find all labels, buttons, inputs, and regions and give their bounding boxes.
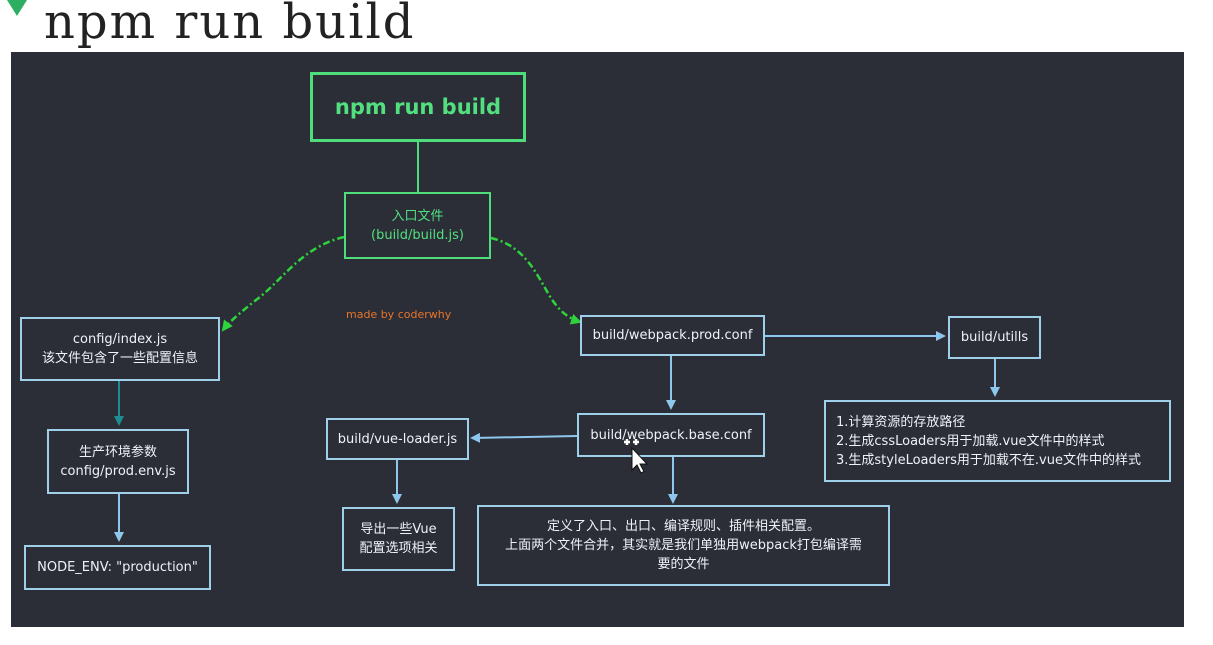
node-label: 该文件包含了一些配置信息 xyxy=(41,351,198,366)
node-label: build/vue-loader.js xyxy=(337,431,458,447)
node-label: build/webpack.base.conf xyxy=(590,427,752,443)
node-label: (build/build.js) xyxy=(371,227,464,243)
node-label: build/utills xyxy=(960,330,1029,345)
node-label: 3.生成styleLoaders用于加载不在.vue文件中的样式 xyxy=(836,452,1141,468)
watermark-text: made by coderwhy xyxy=(346,308,452,321)
node-entry-file: 入口文件 (build/build.js) xyxy=(344,192,491,259)
node-label: build/webpack.prod.conf xyxy=(592,328,753,343)
link-entry-to-config xyxy=(221,235,345,332)
node-label: 2.生成cssLoaders用于加载.vue文件中的样式 xyxy=(836,433,1105,449)
node-label: config/index.js xyxy=(72,332,168,347)
node-vue-loader: build/vue-loader.js xyxy=(326,418,469,460)
node-label: NODE_ENV: "production" xyxy=(37,560,198,575)
mouse-cursor-icon xyxy=(624,439,649,474)
node-npm-run-build: npm run build xyxy=(310,72,526,142)
node-label: 上面两个文件合并，其实就是我们单独用webpack打包编译需 xyxy=(505,538,862,553)
node-label: 1.计算资源的存放路径 xyxy=(836,414,966,430)
diagram-canvas: npm run build 入口文件 (build/build.js) made… xyxy=(11,52,1184,627)
node-node-env: NODE_ENV: "production" xyxy=(24,545,211,590)
node-config-index: config/index.js 该文件包含了一些配置信息 xyxy=(20,317,220,381)
node-label: 要的文件 xyxy=(657,557,710,572)
node-label: 生产环境参数 xyxy=(78,444,157,460)
connector-layer xyxy=(114,142,1000,542)
link-base-to-vueloader xyxy=(470,432,578,443)
node-label: npm run build xyxy=(334,94,502,119)
triangle-marker-icon xyxy=(7,0,27,16)
node-utils-description: 1.计算资源的存放路径 2.生成cssLoaders用于加载.vue文件中的样式… xyxy=(824,400,1171,482)
node-label: 导出一些Vue xyxy=(360,522,437,537)
page-title: npm run build xyxy=(44,0,416,50)
node-vue-loader-description: 导出一些Vue 配置选项相关 xyxy=(342,507,455,571)
node-prod-env: 生产环境参数 config/prod.env.js xyxy=(47,429,189,494)
node-label: 入口文件 xyxy=(391,208,444,224)
node-base-conf-description: 定义了入口、出口、编译规则、插件相关配置。 上面两个文件合并，其实就是我们单独用… xyxy=(477,505,890,586)
node-webpack-base-conf: build/webpack.base.conf xyxy=(577,413,765,457)
node-label: 配置选项相关 xyxy=(359,541,438,556)
node-webpack-prod-conf: build/webpack.prod.conf xyxy=(580,315,765,356)
node-utils: build/utills xyxy=(948,316,1041,359)
node-label: 定义了入口、出口、编译规则、插件相关配置。 xyxy=(546,519,820,534)
link-entry-to-prod xyxy=(490,236,582,325)
node-label: config/prod.env.js xyxy=(60,463,176,479)
